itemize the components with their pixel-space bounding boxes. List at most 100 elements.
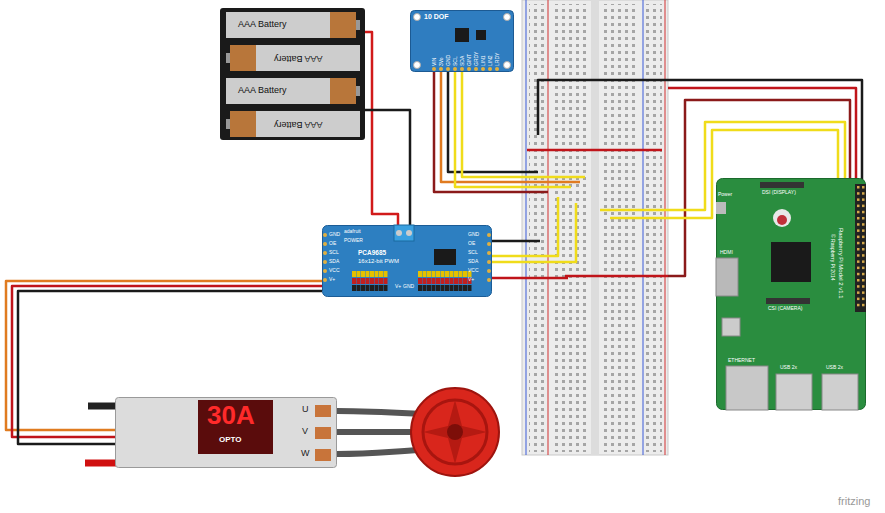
pin-label: ETHERNET [728,358,755,364]
node-text: AAA Battery [274,53,323,63]
cell-tip [356,86,360,96]
gpio-pin [857,211,860,214]
gpio-pin [857,273,860,276]
pin-label: CSI (CAMERA) [768,306,802,312]
esc-battery-leads [85,406,116,463]
battery-lead [88,403,116,410]
gpio-pin [862,229,865,232]
servo-header [357,271,361,277]
gpio-pin [857,304,860,307]
gpio-pin [857,267,860,270]
servo-header [463,285,467,291]
jumper-wire [565,275,668,278]
servo-header [459,271,463,277]
wire [365,32,398,225]
gpio-pin [857,260,860,263]
gpio-pin [857,236,860,239]
gpio-pin [857,186,860,189]
pi-board [717,179,866,410]
servo-header [361,285,365,291]
gpio-pin [862,223,865,226]
cell-body [226,78,330,104]
motor-wire [337,450,420,454]
logo [773,209,791,227]
pin-pad [487,233,491,237]
pin-label: V+ [468,277,474,283]
pin-label: SDA [468,259,478,265]
pin-label: VCC [329,268,340,274]
pin-pad [460,67,464,71]
motor-wires [337,411,420,454]
gpio-pin [857,285,860,288]
breadboard-body [522,0,668,455]
esc: 30AOPTOUVW [115,397,337,468]
gpio-header [855,184,866,312]
pin-label: 3Vo [439,57,445,66]
motor-ring [423,400,487,464]
pin-label: SCL [329,250,339,256]
soc-chip [771,242,811,282]
node-text: 10 DOF [424,13,449,21]
servo-header [441,285,445,291]
gpio-pin [862,186,865,189]
pin-pad [488,67,492,71]
esc-panel [198,400,273,454]
pin-label: SDA [329,259,339,265]
node-text: 30A [207,401,255,430]
servo-header [450,278,454,284]
audio-jack [722,318,740,336]
servo-header [418,278,422,284]
ethernet-port [726,366,768,410]
gpio-pin [857,217,860,220]
board [323,226,492,297]
servo-header [384,271,388,277]
wire [365,110,410,225]
pin-label: GND [329,232,340,238]
pin-label: DSI (DISPLAY) [762,190,796,196]
rail-line [548,0,549,455]
usb-port [776,374,812,410]
servo-header [384,278,388,284]
gpio-pin [857,223,860,226]
servo-header [427,278,431,284]
servo-header [468,285,472,291]
servo-header [432,278,436,284]
cell-cap [230,45,256,71]
servo-header [423,278,427,284]
pin-label: OE [329,241,336,247]
node-text: 16x12-bit PWM [358,258,399,265]
servo-header [370,278,374,284]
pin-pad [323,278,327,282]
servo-header [463,271,467,277]
gpio-pin [862,217,865,220]
node-text: Raspberry Pi Model 2 v1.1 [837,228,844,299]
holder [220,8,365,140]
motor-shaft [447,424,463,440]
servo-header [432,285,436,291]
mount-hole [504,62,511,69]
servo-header [366,285,370,291]
cell-body [226,12,330,38]
gpio-pin [857,205,860,208]
pin-label: GINT [467,54,473,66]
gpio-pin [862,298,865,301]
wire [434,72,548,192]
gpio-pin [862,267,865,270]
gpio-pin [857,279,860,282]
pin-pad [453,67,457,71]
servo-header [357,285,361,291]
motor-wire [337,411,420,414]
servo-header [459,278,463,284]
gpio-pin [862,192,865,195]
gpio-pin [862,304,865,307]
pin-label: HDMI [720,250,733,256]
servo-header [366,271,370,277]
servo-header [384,285,388,291]
wire [492,240,540,243]
gpio-pin [862,273,865,276]
jumper-wire [527,149,662,152]
servo-header [450,285,454,291]
cell-tip [356,20,360,30]
gpio-pin [862,260,865,263]
mount-hole [504,14,511,21]
